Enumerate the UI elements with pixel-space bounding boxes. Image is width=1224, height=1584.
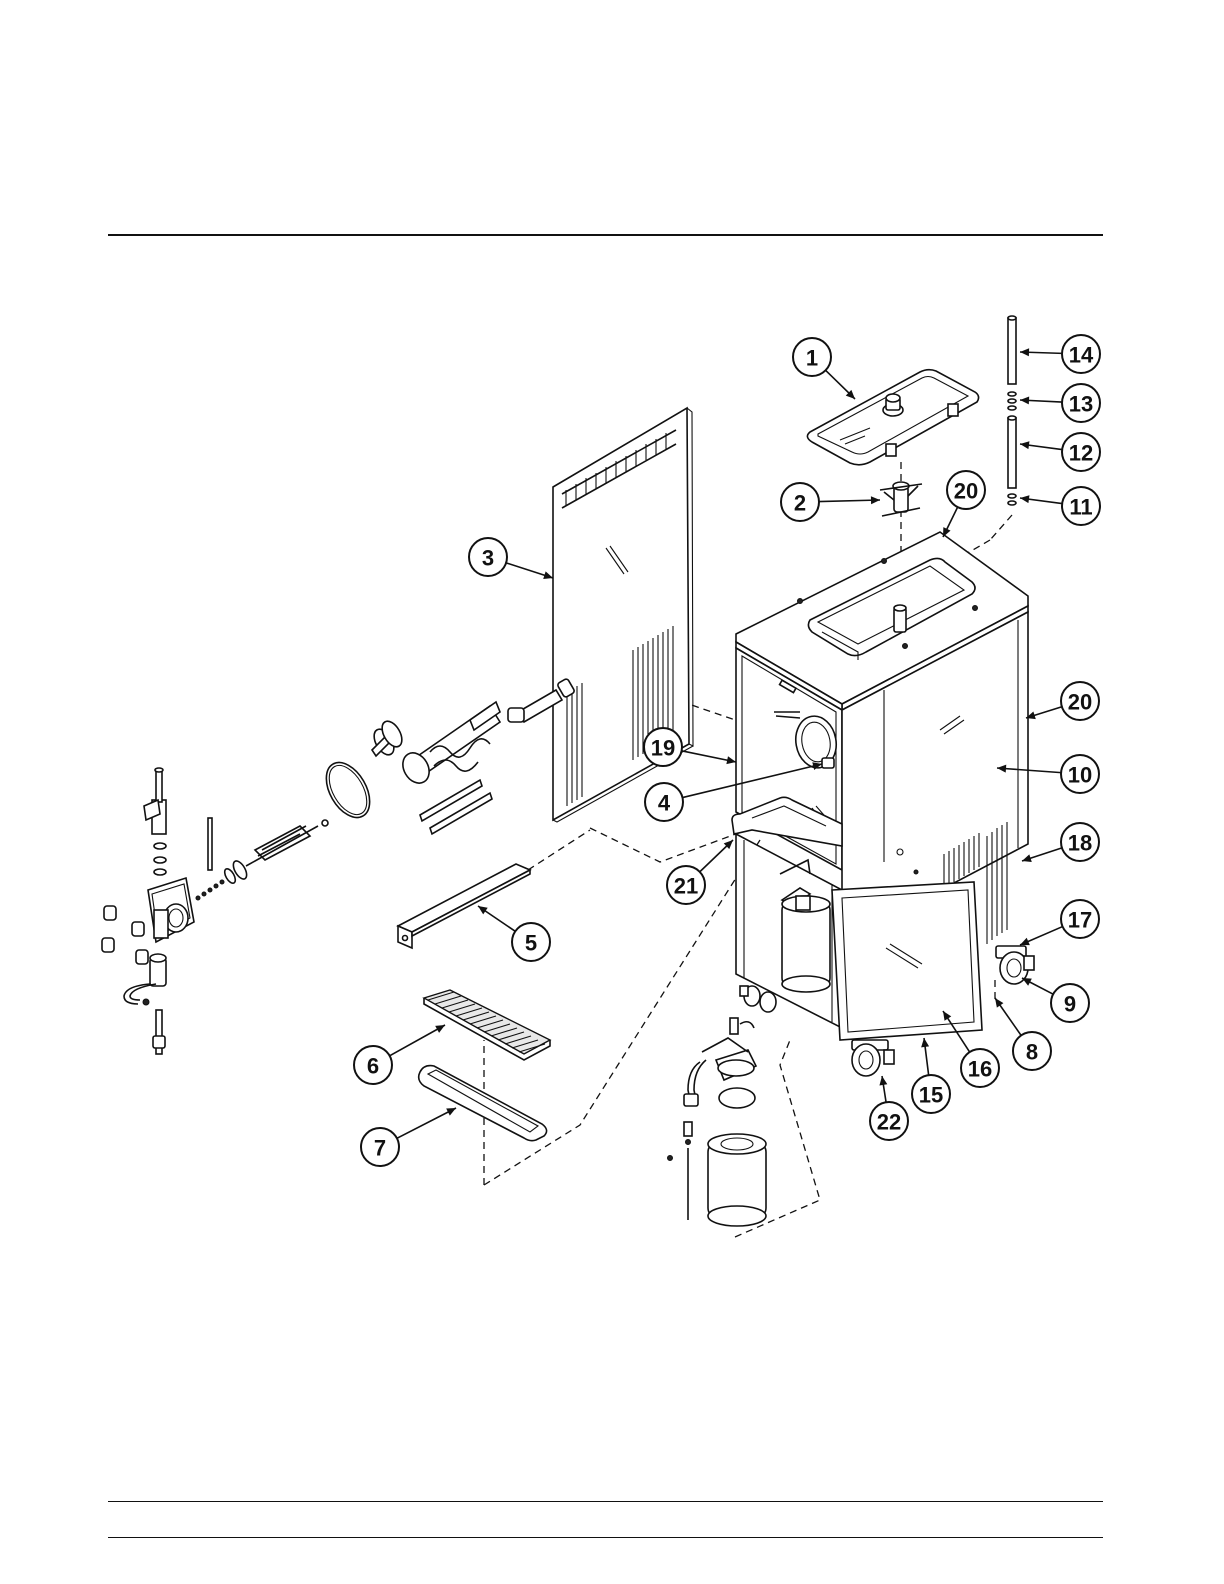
standpipe-assembly [1008, 316, 1016, 505]
callout-4: 4 [645, 783, 683, 821]
leader-line-7 [397, 1108, 456, 1138]
leader-arrow-3 [543, 571, 553, 579]
drip-tray [398, 864, 530, 948]
leader-arrow-8 [995, 998, 1003, 1008]
callout-10: 10 [1061, 755, 1099, 793]
callout-15: 15 [912, 1075, 950, 1113]
callout-16: 16 [961, 1049, 999, 1087]
callout-number-20: 20 [954, 479, 978, 504]
callout-number-18: 18 [1068, 831, 1092, 856]
callout-number-11: 11 [1069, 495, 1092, 520]
callout-number-1: 1 [806, 346, 818, 371]
callout-20: 20 [947, 471, 985, 509]
callout-number-10: 10 [1068, 763, 1092, 788]
callout-11: 11 [1062, 487, 1100, 525]
leader-line-6 [390, 1025, 445, 1056]
callout-number-9: 9 [1064, 992, 1076, 1017]
door-knobs [102, 906, 148, 964]
callout-number-8: 8 [1026, 1040, 1038, 1065]
leader-arrow-12 [1020, 441, 1029, 449]
callout-3: 3 [469, 538, 507, 576]
callout-9: 9 [1051, 984, 1089, 1022]
callout-7: 7 [361, 1128, 399, 1166]
callout-13: 13 [1062, 384, 1100, 422]
callout-5: 5 [512, 923, 550, 961]
lower-door [832, 882, 982, 1076]
leader-line-2 [819, 500, 880, 502]
leader-arrow-14 [1020, 348, 1029, 356]
callout-number-13: 13 [1069, 392, 1093, 417]
callout-19: 19 [644, 728, 682, 766]
callout-number-2: 2 [794, 491, 806, 516]
callout-8: 8 [1013, 1032, 1051, 1070]
callout-number-7: 7 [374, 1136, 386, 1161]
callout-number-19: 19 [651, 736, 675, 761]
mix-pump-assembly [668, 1018, 767, 1226]
leader-arrow-5 [478, 906, 488, 914]
drip-pan [419, 1066, 547, 1141]
callout-17: 17 [1061, 900, 1099, 938]
callout-number-15: 15 [919, 1083, 943, 1108]
callout-number-5: 5 [525, 931, 537, 956]
hopper-cover [807, 370, 978, 465]
callout-12: 12 [1062, 433, 1100, 471]
callout-number-20b: 20 [1068, 690, 1092, 715]
caster-right [996, 946, 1034, 984]
callout-2: 2 [781, 483, 819, 521]
drip-grid [424, 990, 550, 1060]
callout-1: 1 [793, 338, 831, 376]
callout-number-21: 21 [674, 874, 698, 899]
callout-20b: 20 [1061, 682, 1099, 720]
callout-22: 22 [870, 1102, 908, 1140]
callout-number-17: 17 [1068, 908, 1092, 933]
door-spring-dots [196, 880, 224, 900]
callout-number-16: 16 [968, 1057, 992, 1082]
agitator [880, 482, 922, 516]
callout-14: 14 [1062, 335, 1100, 373]
callout-number-6: 6 [367, 1054, 379, 1079]
leader-arrow-18 [1022, 854, 1032, 862]
callout-18: 18 [1061, 823, 1099, 861]
leader-arrow-13 [1020, 396, 1029, 404]
callout-number-22: 22 [877, 1110, 901, 1135]
freezer-door-assembly [102, 768, 328, 1054]
leader-arrow-19 [726, 756, 736, 764]
leader-arrow-22 [879, 1076, 887, 1086]
leader-arrow-15 [921, 1038, 929, 1047]
callout-21: 21 [667, 866, 705, 904]
leader-arrow-11 [1020, 495, 1029, 503]
callout-6: 6 [354, 1046, 392, 1084]
auger-assembly [317, 678, 575, 834]
callout-number-12: 12 [1069, 441, 1093, 466]
callout-number-14: 14 [1069, 343, 1094, 368]
callout-number-4: 4 [658, 791, 671, 816]
callout-number-3: 3 [482, 546, 494, 571]
leader-arrow-2 [871, 496, 880, 504]
